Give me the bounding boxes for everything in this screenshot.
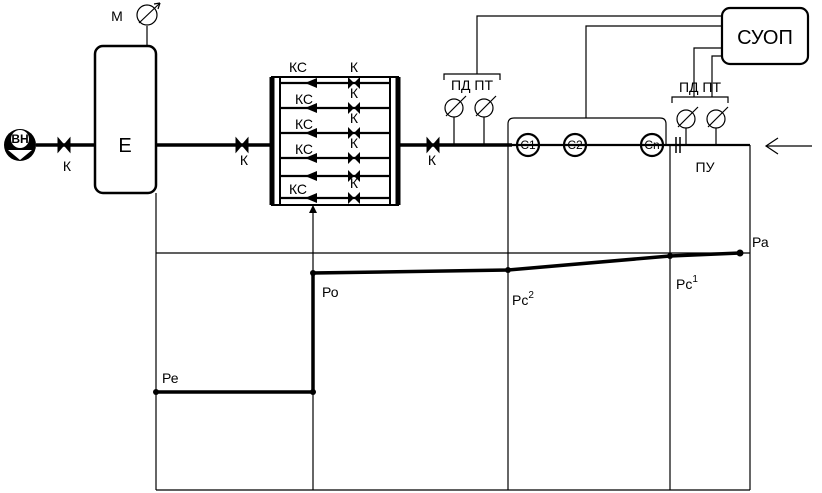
- valve-label-2: К: [240, 152, 249, 168]
- kc-row: [280, 102, 390, 114]
- valve-icon: [57, 136, 71, 154]
- valve-label-1: К: [63, 158, 72, 174]
- valve-icon: [348, 102, 360, 114]
- k-label: К: [350, 85, 359, 101]
- pd-pt-label-1: ПД ПТ: [451, 77, 493, 93]
- check-valve-block: [269, 76, 401, 206]
- valve-icon: [426, 136, 440, 154]
- pd-pt-label-2: ПД ПТ: [679, 79, 721, 95]
- pump-icon: [4, 129, 36, 161]
- po-point: [310, 270, 316, 276]
- control-lines: [476, 15, 722, 118]
- valve-icon: [348, 170, 360, 182]
- flow-device-icon: [675, 137, 681, 153]
- k-label: К: [350, 110, 359, 126]
- pa-point: [736, 249, 744, 257]
- pc1-label: Рс1: [676, 274, 698, 292]
- consumer-2-label: С2: [567, 138, 583, 152]
- pc2-point: [505, 267, 511, 273]
- tank-e: [93, 44, 158, 195]
- manometer-label: М: [111, 8, 123, 24]
- valve-label-3: К: [428, 152, 437, 168]
- manometer-icon: [136, 2, 161, 26]
- kc-label: КС: [295, 116, 313, 132]
- pd-pt-group-1: [443, 73, 501, 145]
- check-valve-arrow-icon: [305, 153, 317, 163]
- po-label: Ро: [322, 284, 339, 300]
- check-valve-arrow-icon: [305, 128, 317, 138]
- consumer-n: [639, 132, 665, 158]
- pc1-point: [667, 253, 673, 259]
- pa-label: Ра: [752, 234, 769, 250]
- valve-icon: [235, 136, 249, 154]
- valve-icon: [348, 127, 360, 139]
- tank-label: Е: [118, 135, 131, 157]
- check-valve-arrow-icon: [305, 103, 317, 113]
- inlet-arrow-icon: [764, 137, 812, 155]
- k-label: К: [350, 59, 359, 75]
- kc-label: КС: [295, 141, 313, 157]
- check-valve-arrow-icon: [305, 193, 317, 203]
- po-arrow-icon: [309, 205, 317, 213]
- k-label: К: [350, 135, 359, 151]
- k-label: К: [350, 175, 359, 191]
- consumer-1-label: С1: [520, 138, 536, 152]
- pump-label: ВН: [11, 132, 28, 146]
- consumer-2: [562, 132, 588, 158]
- kc-row: [280, 192, 390, 204]
- consumer-1: [515, 132, 541, 158]
- consumer-enclosure: [507, 117, 667, 145]
- pe-label: Ре: [162, 370, 179, 386]
- flow-device-label: ПУ: [696, 159, 715, 175]
- kc-row: [280, 152, 390, 164]
- valve-icon: [348, 77, 360, 89]
- control-system-label: СУОП: [737, 27, 793, 49]
- pressure-curve: [156, 251, 741, 394]
- check-valve-arrow-icon: [305, 171, 317, 181]
- valve-icon: [348, 192, 360, 204]
- check-valve-arrow-icon: [305, 78, 317, 88]
- kc-row: [280, 127, 390, 139]
- pressure-diagram-frame: [155, 145, 751, 491]
- kc-label: КС: [289, 59, 307, 75]
- valve-icon: [348, 152, 360, 164]
- kc-label: КС: [295, 91, 313, 107]
- pe-point: [153, 389, 159, 395]
- pe-end-point: [310, 389, 316, 395]
- consumer-n-label: Сn: [644, 138, 659, 152]
- pd-pt-group-2: [671, 96, 729, 145]
- pc2-label: Рс2: [512, 290, 534, 308]
- kc-label: КС: [289, 181, 307, 197]
- control-system-box: [720, 6, 810, 66]
- kc-row: [280, 77, 390, 89]
